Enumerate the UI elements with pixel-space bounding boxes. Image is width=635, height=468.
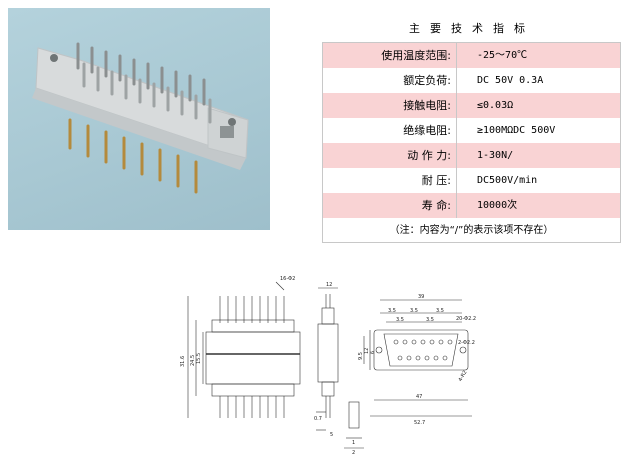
technical-drawing: 16-Φ2 31.6 24.5 15.5 0.7 5 12 1 2 39 3.5… (176, 268, 486, 464)
spec-value: ≤0.03Ω (457, 93, 620, 118)
dim-label: 5 (330, 432, 333, 438)
dim-label: 2-Φ2.2 (458, 340, 475, 346)
dim-label: 52.7 (414, 420, 425, 426)
dim-label: 9.5 (358, 352, 364, 360)
dim-label: 47 (416, 394, 422, 400)
spec-value: DC500V/min (477, 175, 538, 186)
spec-label: 耐 压: (421, 174, 451, 187)
dim-label: 39 (418, 294, 424, 300)
spec-label: 寿 命: (323, 193, 456, 218)
dim-label: 3.5 (410, 308, 418, 314)
spec-value: -25～70℃ (457, 43, 620, 68)
dim-label: 2 (352, 450, 355, 456)
dim-label: 3.5 (396, 317, 404, 323)
spec-value: 1-30N/ (457, 143, 620, 168)
connector-photo-illustration (32, 42, 249, 194)
spec-row-withstand-voltage: 耐 压: DC500V/min (323, 168, 620, 193)
dim-label: 20-Φ2.2 (456, 316, 476, 322)
front-view (187, 281, 326, 431)
spec-value: DC 50V 0.3A (477, 75, 544, 86)
spec-label: 动 作 力: (323, 143, 456, 168)
spec-row-rated-load: 额定负荷: DC 50V 0.3A (323, 68, 620, 93)
spec-row-lifetime: 寿 命: 10000次 (323, 193, 620, 218)
spec-table: 使用温度范围: -25～70℃ 额定负荷: DC 50V 0.3A 接触电阻: … (322, 42, 621, 243)
spec-label: 使用温度范围: (323, 43, 456, 68)
dim-label: 3.5 (388, 308, 396, 314)
dim-label: 1 (352, 440, 355, 446)
dim-label: 3.5 (426, 317, 434, 323)
dim-label: 31.6 (180, 356, 186, 367)
spec-value: 10000次 (457, 193, 620, 218)
spec-row-insulation-resistance: 绝缘电阻: ≥100MΩDC 500V (323, 118, 620, 143)
dim-label: 24.5 (190, 355, 196, 366)
spec-row-temperature: 使用温度范围: -25～70℃ (323, 43, 620, 68)
spec-label: 接触电阻: (323, 93, 456, 118)
dim-label: 15.5 (196, 353, 202, 364)
spec-row-contact-resistance: 接触电阻: ≤0.03Ω (323, 93, 620, 118)
dim-label: 12 (326, 282, 332, 288)
dimension-drawing: 16-Φ2 31.6 24.5 15.5 0.7 5 12 1 2 39 3.5… (180, 276, 476, 456)
spec-value: ≥100MΩDC 500V (477, 125, 556, 136)
dim-label: 12 (364, 348, 370, 354)
dim-label: 4-R2 (458, 370, 469, 383)
spec-row-actuation-force: 动 作 力: 1-30N/ (323, 143, 620, 168)
spec-label: 绝缘电阻: (403, 124, 451, 137)
dim-label: 6 (370, 351, 376, 354)
spec-note: （注：内容为“/”的表示该项不存在） (389, 225, 554, 236)
side-view (317, 287, 364, 449)
spec-title: 主要技术指标 (409, 22, 535, 35)
dim-label: 3.5 (436, 308, 444, 314)
end-view (363, 299, 472, 417)
product-photo (8, 8, 270, 230)
dim-label: 0.7 (314, 416, 322, 422)
dim-label: 16-Φ2 (280, 276, 295, 282)
spec-label: 额定负荷: (403, 74, 451, 87)
